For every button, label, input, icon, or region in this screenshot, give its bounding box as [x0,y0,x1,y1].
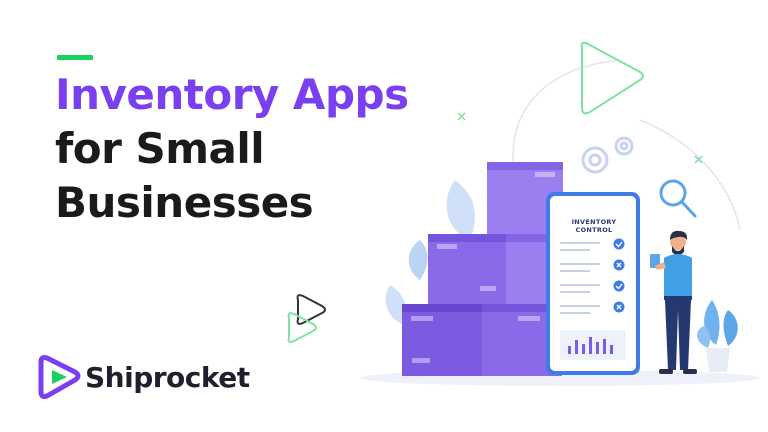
accent-bar [57,55,93,60]
play-triangle-icon [287,294,326,343]
brand-name: Shiprocket [85,360,250,394]
cross-icon [613,259,625,313]
headline-line-2: for Small [55,124,265,173]
brand: Shiprocket [35,354,250,400]
headline-line-3: Businesses [55,178,314,227]
box-stack [402,162,566,376]
play-triangle-icon [580,41,644,115]
headline: Inventory Apps for Small Businesses [55,68,409,230]
plant-icon [696,300,738,372]
gear-icon [581,136,634,174]
person-icon [650,230,697,374]
magnifier-icon [659,179,697,218]
check-icon [613,238,625,292]
plant-icon [385,180,475,325]
headline-line-1: Inventory Apps [55,70,409,119]
phone-title: INVENTORY CONTROL [571,218,617,234]
phone [546,192,640,375]
shiprocket-logo-icon [38,355,81,399]
